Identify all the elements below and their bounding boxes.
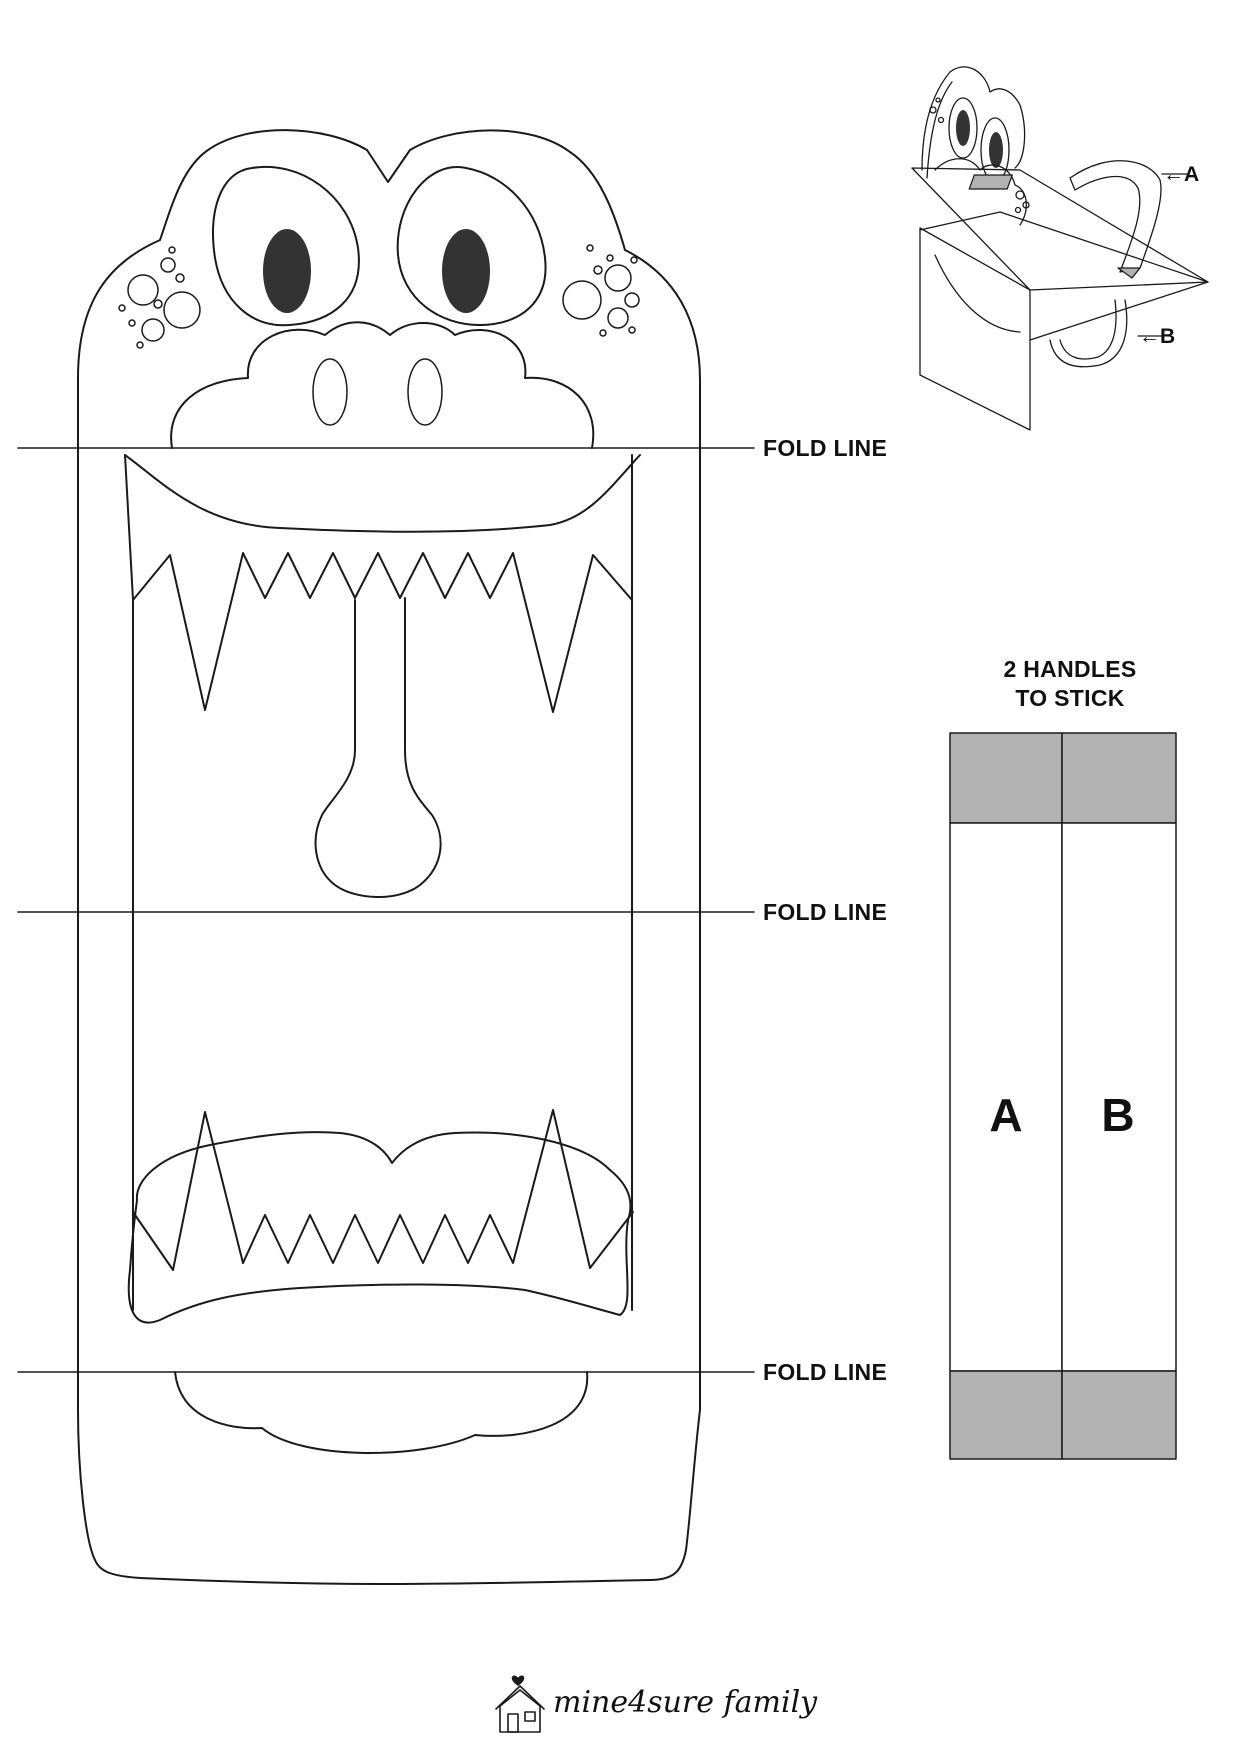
right-cheek-bubbles — [562, 244, 640, 337]
diagram-glue-tab-bottom — [1117, 267, 1141, 279]
diagram-head-rim — [926, 81, 953, 179]
handles-title-line2: TO STICK — [1015, 685, 1125, 711]
house-heart-icon — [495, 1675, 545, 1733]
handle-letter-a: A — [989, 1089, 1023, 1141]
left-eye — [212, 165, 360, 327]
fold-line-label-2: FOLD LINE — [763, 899, 888, 925]
lower-lip — [127, 1131, 632, 1324]
diagram-snout — [934, 158, 1027, 226]
right-nostril — [407, 358, 443, 426]
diagram-top-plane — [911, 167, 1209, 291]
diagram-label-a: ←A — [1163, 163, 1200, 186]
puppet-body — [77, 447, 701, 1373]
diagram-right-pupil — [989, 132, 1003, 168]
snout — [170, 321, 595, 449]
right-pupil — [442, 229, 490, 313]
diagram-mouth-curve — [934, 254, 1021, 333]
handle-b-strip — [1061, 822, 1177, 1372]
left-nostril — [312, 358, 348, 426]
brand-name: mine4sure family — [553, 1685, 818, 1720]
tongue — [314, 597, 442, 898]
lower-teeth — [132, 1109, 634, 1271]
upper-mouth — [124, 454, 641, 898]
chin-shape — [174, 1371, 589, 1454]
diagram-glue-tab-top — [968, 174, 1013, 190]
handle-a-glue-bottom — [949, 1370, 1063, 1460]
left-cheek-bubbles — [118, 246, 201, 349]
diagram-handle-a — [1069, 160, 1162, 273]
fold-line-label-1: FOLD LINE — [763, 435, 888, 461]
handles-title-line1: 2 HANDLES — [1003, 656, 1137, 682]
diagram-front-panel — [919, 227, 1031, 431]
diagram-left-pupil — [956, 110, 970, 146]
diagram-head — [921, 66, 1026, 171]
handles-strip — [949, 732, 1177, 1460]
bottom-flap-outline — [77, 1371, 701, 1585]
upper-gum — [124, 454, 641, 533]
handle-a-strip — [949, 822, 1063, 1372]
fold-lines — [17, 447, 755, 1373]
diagram-handle-b — [1049, 299, 1128, 368]
right-eye — [396, 166, 547, 326]
diagram-label-b: ←B — [1139, 325, 1176, 348]
handle-a-glue-top — [949, 732, 1063, 824]
diagram-front-box — [919, 211, 1209, 341]
fold-line-label-3: FOLD LINE — [763, 1359, 888, 1385]
bottom-jaw-flap — [77, 1371, 701, 1585]
diagram-handle-b-inner — [1059, 299, 1117, 360]
lower-mouth — [127, 1109, 634, 1324]
handle-b-glue-bottom — [1061, 1370, 1177, 1460]
handles-title: 2 HANDLES TO STICK — [960, 655, 1180, 713]
upper-teeth — [124, 454, 633, 713]
handle-letter-b: B — [1101, 1089, 1135, 1141]
crocodile-head — [77, 129, 701, 449]
diagram-left-eye — [948, 97, 978, 159]
assembly-diagram — [911, 66, 1209, 431]
left-pupil — [263, 229, 311, 313]
handle-b-glue-top — [1061, 732, 1177, 824]
head-outline — [77, 129, 701, 449]
